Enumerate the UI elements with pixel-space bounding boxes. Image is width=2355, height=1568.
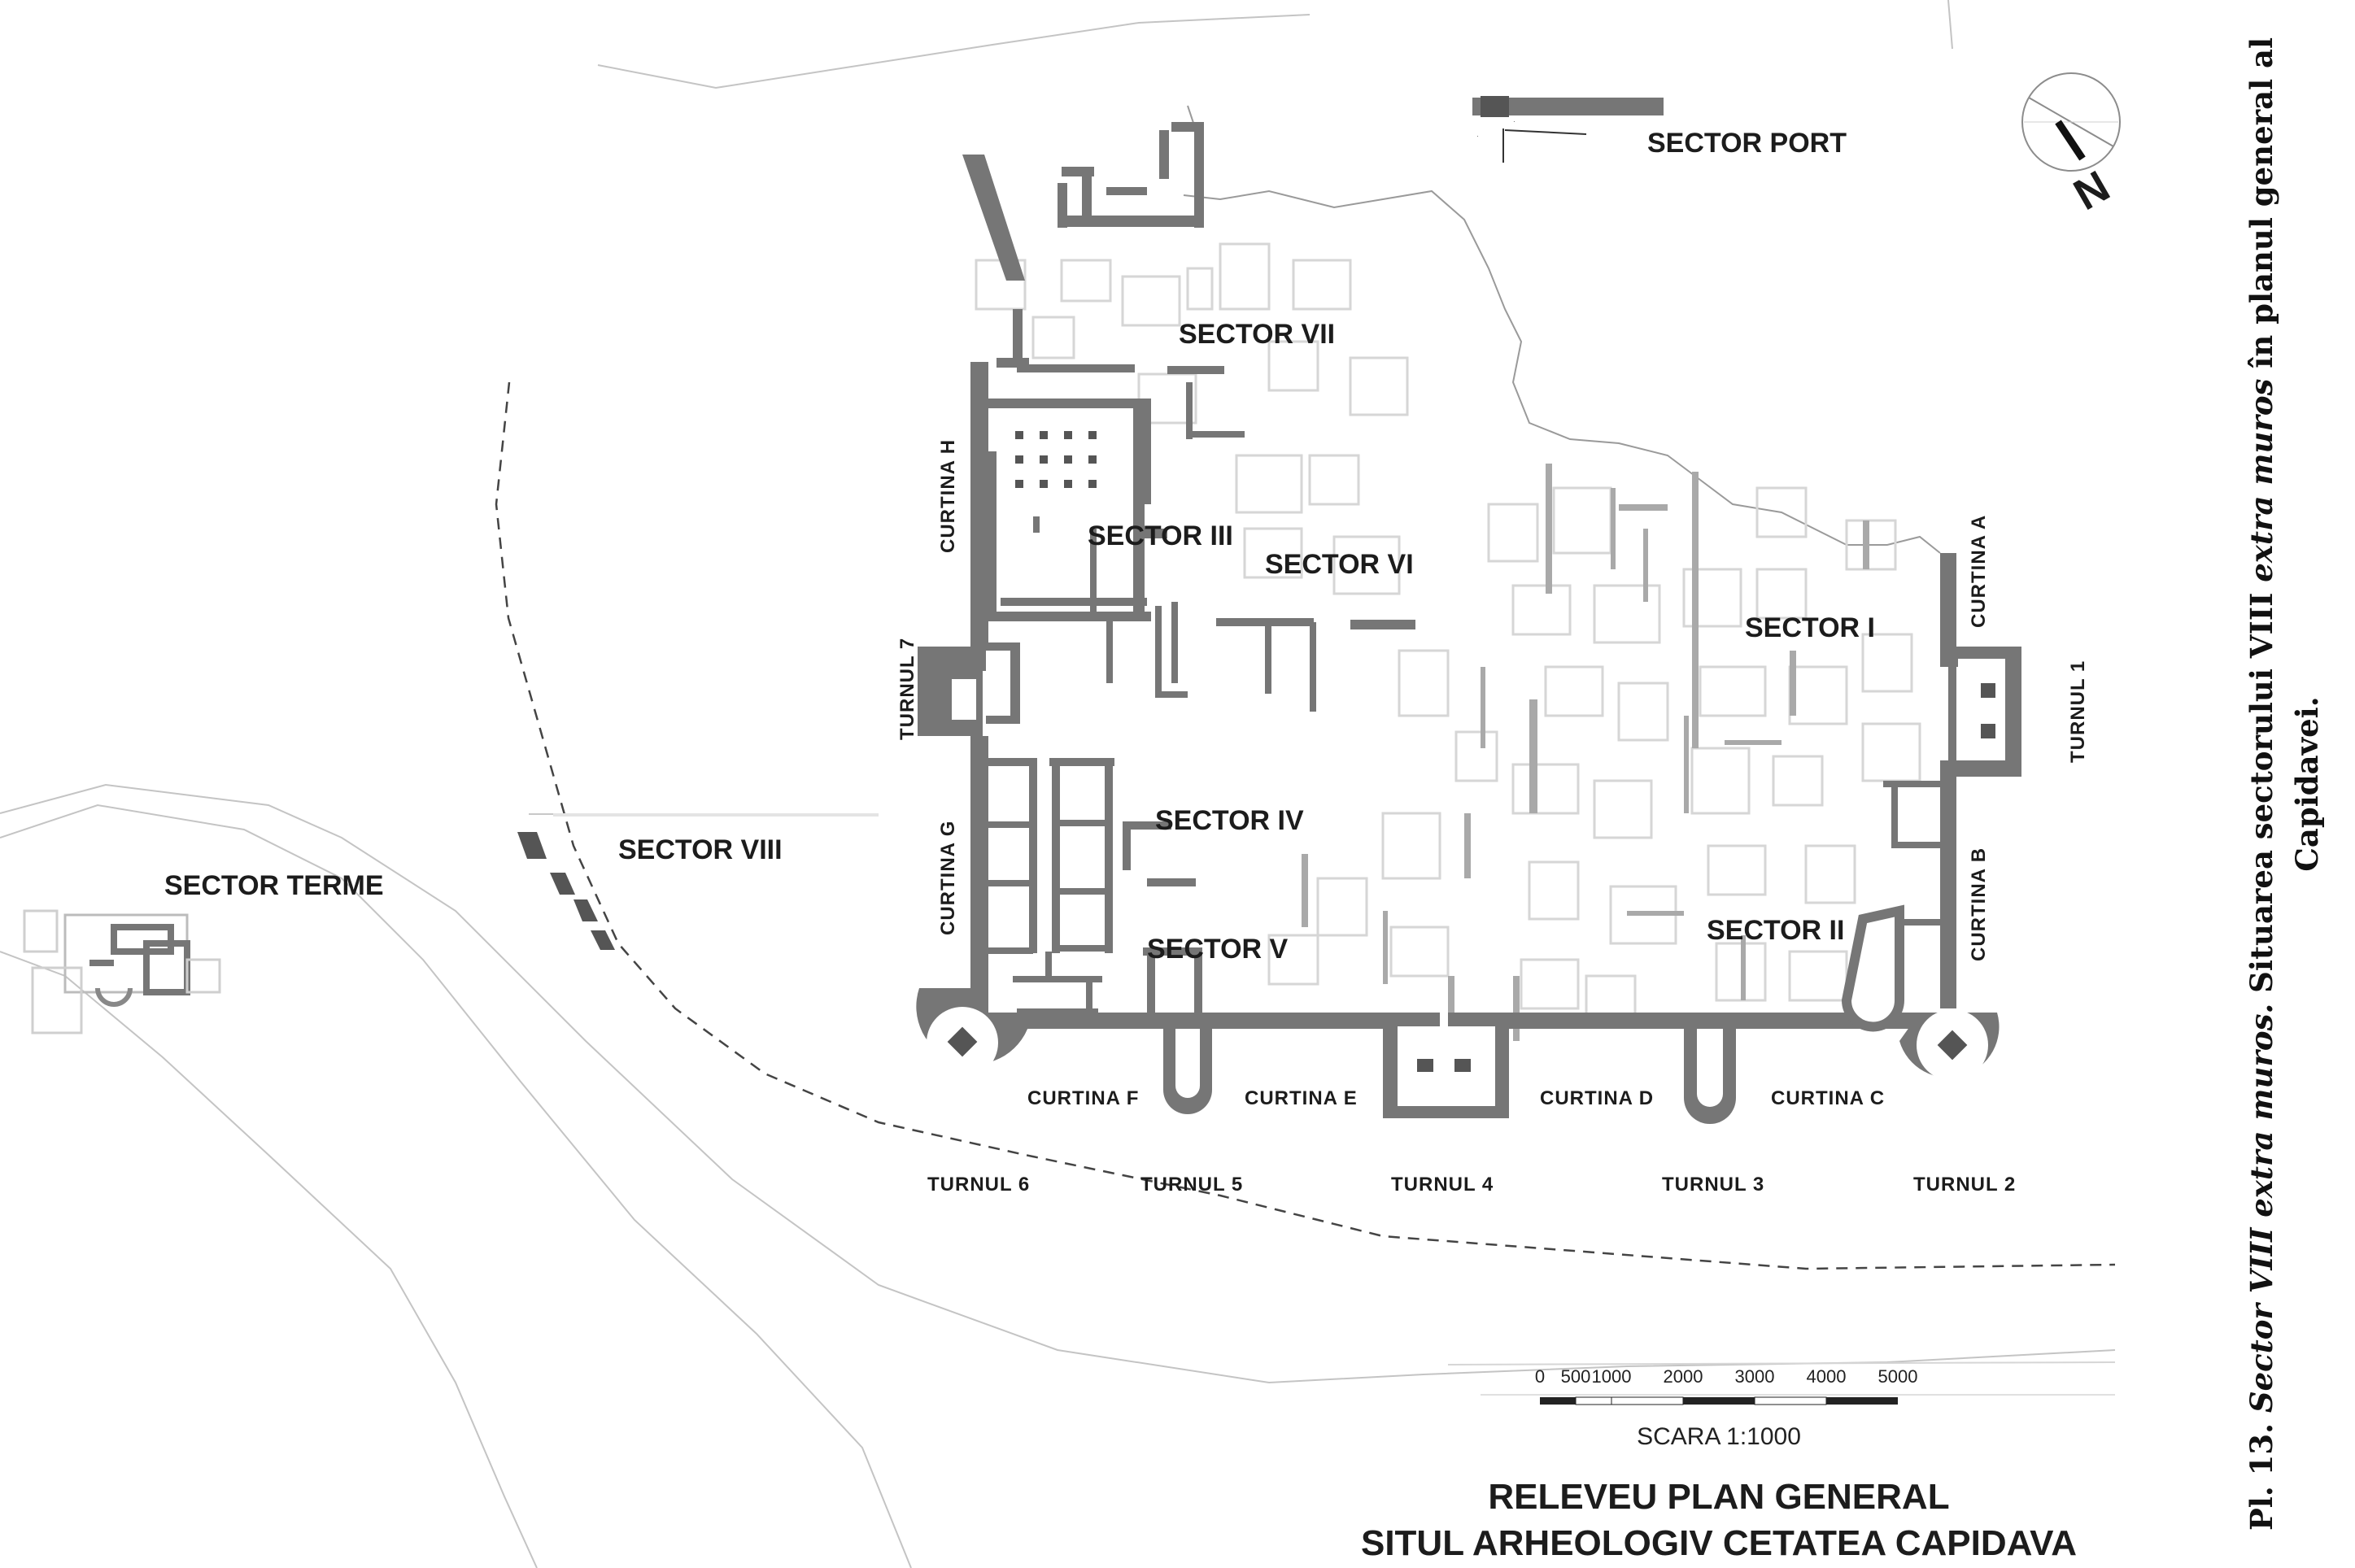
label-turnul-7: TURNUL 7 <box>896 638 918 740</box>
plate-caption: Pl. 13. Sector VIII extra muros. Situare… <box>2239 28 2330 1540</box>
scale-bar: 0 500 1000 2000 3000 4000 5000 SCARA 1:1… <box>1447 1361 2116 1450</box>
plate-label: Pl. 13. <box>2244 1423 2279 1531</box>
label-curtina-d: CURTINA D <box>1540 1087 1654 1109</box>
north-arrow: N <box>2021 72 2121 220</box>
map-title-line-1: RELEVEU PLAN GENERAL <box>1488 1477 1949 1517</box>
plate-text-1: Situarea sectorului VIII <box>2244 592 2279 993</box>
sector-labels: SECTOR PORT SECTOR VII SECTOR III SECTOR… <box>164 128 1875 965</box>
label-sector-iii: SECTOR III <box>1088 520 1233 551</box>
label-sector-i: SECTOR I <box>1745 612 1875 643</box>
plate-italic-title: Sector VIII extra muros. <box>2244 1003 2279 1413</box>
label-curtina-g: CURTINA G <box>937 821 959 935</box>
scale-tick-1000: 1000 <box>1592 1366 1632 1387</box>
label-turnul-6: TURNUL 6 <box>927 1174 1030 1196</box>
label-sector-iv: SECTOR IV <box>1155 805 1304 836</box>
scale-tick-5000: 5000 <box>1878 1366 1918 1387</box>
scale-tick-2000: 2000 <box>1664 1366 1703 1387</box>
label-turnul-4: TURNUL 4 <box>1391 1174 1494 1196</box>
label-sector-port: SECTOR PORT <box>1647 128 1847 159</box>
label-turnul-1: TURNUL 1 <box>2067 660 2089 763</box>
label-curtina-c: CURTINA C <box>1771 1087 1885 1109</box>
towers <box>916 988 2000 1124</box>
sector-vii-walls <box>1167 366 1245 439</box>
label-turnul-2: TURNUL 2 <box>1913 1174 2016 1196</box>
label-curtina-e: CURTINA E <box>1245 1087 1358 1109</box>
curtain-labels: CURTINA A CURTINA B CURTINA C CURTINA D … <box>937 439 1990 1109</box>
annex-walls <box>962 122 1204 372</box>
label-sector-vi: SECTOR VI <box>1265 549 1414 580</box>
label-sector-terme: SECTOR TERME <box>164 870 384 901</box>
scale-tick-500: 500 <box>1561 1366 1591 1387</box>
label-sector-vii: SECTOR VII <box>1179 319 1335 350</box>
label-curtina-f: CURTINA F <box>1027 1087 1139 1109</box>
scale-tick-4000: 4000 <box>1807 1366 1847 1387</box>
label-turnul-5: TURNUL 5 <box>1140 1174 1243 1196</box>
svg-text:·: · <box>1476 133 1479 140</box>
fortress-walls <box>918 362 2021 1032</box>
label-curtina-a: CURTINA A <box>1968 515 1990 628</box>
plate-text-italic: extra muros <box>2244 378 2279 582</box>
label-curtina-b: CURTINA B <box>1968 847 1990 961</box>
tower-labels: TURNUL 1 TURNUL 2 TURNUL 3 TURNUL 4 TURN… <box>896 638 2089 1196</box>
map-title-line-2: SITUL ARHEOLOGIV CETATEA CAPIDAVA <box>1361 1523 2077 1563</box>
map-title: RELEVEU PLAN GENERAL SITUL ARHEOLOGIV CE… <box>1361 1477 2077 1563</box>
label-curtina-h: CURTINA H <box>937 439 959 553</box>
scale-label: SCARA 1:1000 <box>1637 1423 1801 1450</box>
port-structure: · · <box>1472 96 1664 163</box>
label-turnul-3: TURNUL 3 <box>1662 1174 1764 1196</box>
label-sector-v: SECTOR V <box>1147 934 1289 965</box>
svg-text:·: · <box>1513 118 1515 125</box>
outer-dashed-line <box>495 381 2116 1270</box>
sector-viii-trenches <box>517 813 879 950</box>
label-sector-ii: SECTOR II <box>1707 915 1844 946</box>
scale-tick-0: 0 <box>1535 1366 1545 1387</box>
label-sector-viii: SECTOR VIII <box>618 834 783 865</box>
interior-light-walls <box>1302 464 1869 1041</box>
terme-structures <box>23 909 221 1034</box>
column-bases <box>1015 431 1097 488</box>
scale-tick-3000: 3000 <box>1735 1366 1775 1387</box>
